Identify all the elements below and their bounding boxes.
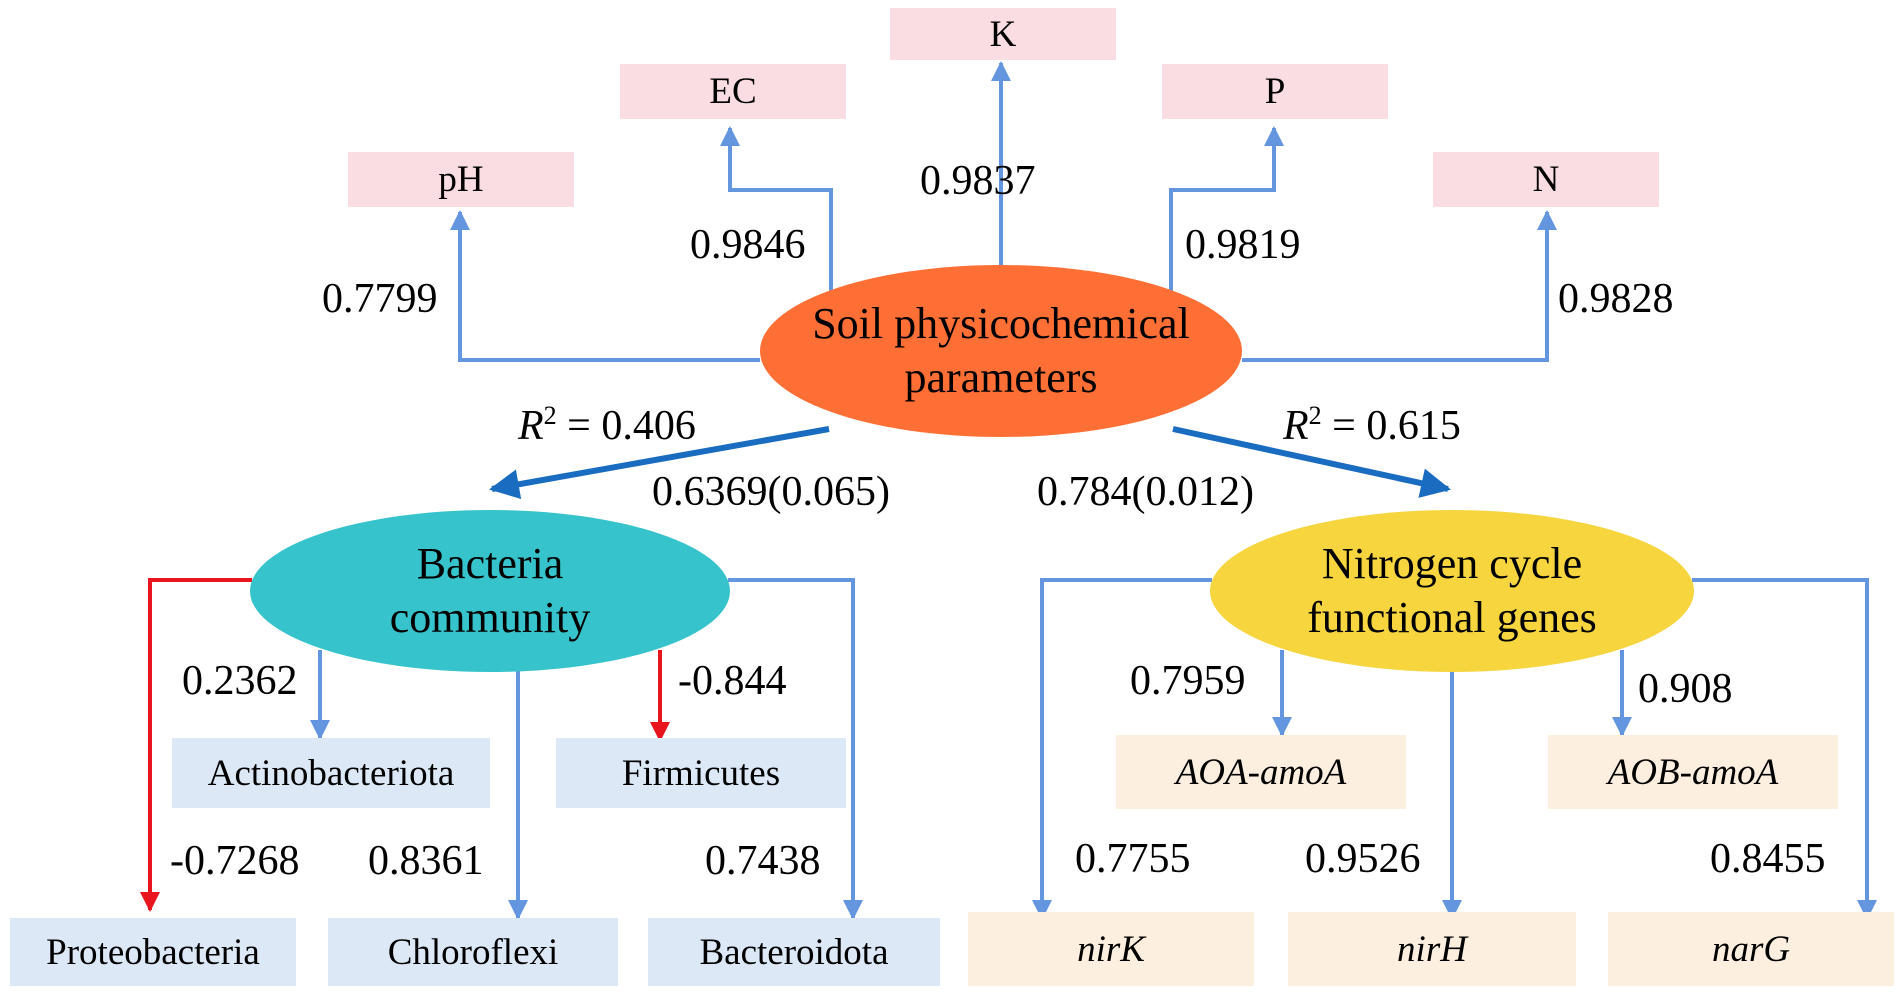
loading-k: 0.9837 <box>920 158 1036 204</box>
indicator-label-bacteroidota: Bacteroidota <box>699 931 889 973</box>
r2-nitrogen-exponent: 2 <box>1308 401 1322 430</box>
r2-bacteria-value: = 0.406 <box>567 403 696 449</box>
bacteria-title-line1: Bacteria <box>416 539 564 589</box>
r2-bacteria-exponent: 2 <box>543 401 557 430</box>
indicator-label-k: K <box>989 13 1017 55</box>
coef-bacteria: 0.6369(0.065) <box>652 469 890 515</box>
indicator-label-narg: narG <box>1711 928 1791 970</box>
r2-nitrogen: R2 = 0.615 <box>1283 402 1461 449</box>
nitrogen-title-line1: Nitrogen cycle <box>1321 539 1583 589</box>
loading-actinobacteriota: 0.2362 <box>182 658 298 704</box>
indicator-box-aob-amoa: AOB-amoA <box>1548 735 1838 809</box>
indicator-label-firmicutes: Firmicutes <box>621 752 781 794</box>
indicator-box-chloroflexi: Chloroflexi <box>328 918 618 986</box>
indicator-label-chloroflexi: Chloroflexi <box>387 931 559 973</box>
indicator-label-aoa-amoa: AOA-amoA <box>1175 751 1347 793</box>
indicator-box-n: N <box>1433 152 1659 207</box>
coef-nitrogen: 0.784(0.012) <box>1037 469 1254 515</box>
nitrogen-cycle-ellipse: Nitrogen cycle functional genes <box>1210 510 1694 672</box>
arrow-soil-to-bacteria <box>489 426 830 500</box>
indicator-box-aoa-amoa: AOA-amoA <box>1116 735 1406 809</box>
indicator-label-nirk: nirK <box>1077 928 1145 970</box>
loading-ec: 0.9846 <box>690 222 806 268</box>
r2-nitrogen-value: = 0.615 <box>1332 403 1461 449</box>
indicator-box-nirh: nirH <box>1288 912 1576 986</box>
indicator-label-ec: EC <box>709 71 757 112</box>
loading-nirk: 0.7755 <box>1075 836 1191 882</box>
indicator-box-actinobacteriota: Actinobacteriota <box>172 738 490 808</box>
indicator-box-ph: pH <box>348 152 574 207</box>
arrow-nitrogen-to-nirk <box>1032 578 1212 920</box>
indicator-label-proteobacteria: Proteobacteria <box>46 931 260 973</box>
r2-bacteria-symbol: R <box>518 403 544 449</box>
loading-ph: 0.7799 <box>322 276 438 322</box>
indicator-label-aob-amoa: AOB-amoA <box>1607 751 1779 793</box>
indicator-label-n: N <box>1532 159 1560 200</box>
arrow-soil-to-ec <box>720 126 833 293</box>
indicator-box-narg: narG <box>1608 912 1894 986</box>
arrow-soil-to-ph <box>450 210 760 362</box>
loading-n: 0.9828 <box>1558 276 1674 322</box>
arrow-nitrogen-to-narg <box>1692 578 1877 920</box>
loading-aob-amoa: 0.908 <box>1638 666 1733 712</box>
loading-nirh: 0.9526 <box>1305 836 1421 882</box>
indicator-box-firmicutes: Firmicutes <box>556 738 846 808</box>
indicator-box-proteobacteria: Proteobacteria <box>10 918 296 986</box>
bacteria-community-ellipse: Bacteria community <box>250 510 730 672</box>
indicator-box-k: K <box>890 8 1116 60</box>
soil-title-line1: Soil physicochemical <box>812 299 1190 349</box>
indicator-box-p: P <box>1162 64 1388 119</box>
bacteria-title-line2: community <box>389 593 591 642</box>
arrow-bacteria-to-proteobacteria <box>140 578 252 912</box>
indicator-box-bacteroidota: Bacteroidota <box>648 918 940 986</box>
arrow-soil-to-p <box>1169 126 1284 293</box>
nitrogen-title-line2: functional genes <box>1307 593 1597 642</box>
loading-firmicutes: -0.844 <box>678 658 787 704</box>
indicator-box-ec: EC <box>620 64 846 119</box>
indicator-box-nirk: nirK <box>968 912 1254 986</box>
soil-title-line2: parameters <box>904 353 1098 402</box>
loading-proteobacteria: -0.7268 <box>170 838 300 884</box>
r2-bacteria: R2 = 0.406 <box>518 402 696 449</box>
indicator-label-ph: pH <box>438 159 484 200</box>
loading-p: 0.9819 <box>1185 222 1301 268</box>
r2-nitrogen-symbol: R <box>1283 403 1309 449</box>
loading-bacteroidota: 0.7438 <box>705 838 821 884</box>
loading-narg: 0.8455 <box>1710 836 1826 882</box>
arrow-soil-to-n <box>1242 210 1557 362</box>
soil-physicochemical-ellipse: Soil physicochemical parameters <box>760 265 1242 437</box>
indicator-label-nirh: nirH <box>1397 928 1467 970</box>
arrow-bacteria-to-bacteroidota <box>728 578 863 920</box>
indicator-label-actinobacteriota: Actinobacteriota <box>207 752 455 794</box>
indicator-label-p: P <box>1264 71 1286 112</box>
loading-chloroflexi: 0.8361 <box>368 838 484 884</box>
loading-aoa-amoa: 0.7959 <box>1130 658 1246 704</box>
arrow-soil-to-nitrogen <box>1172 426 1451 498</box>
